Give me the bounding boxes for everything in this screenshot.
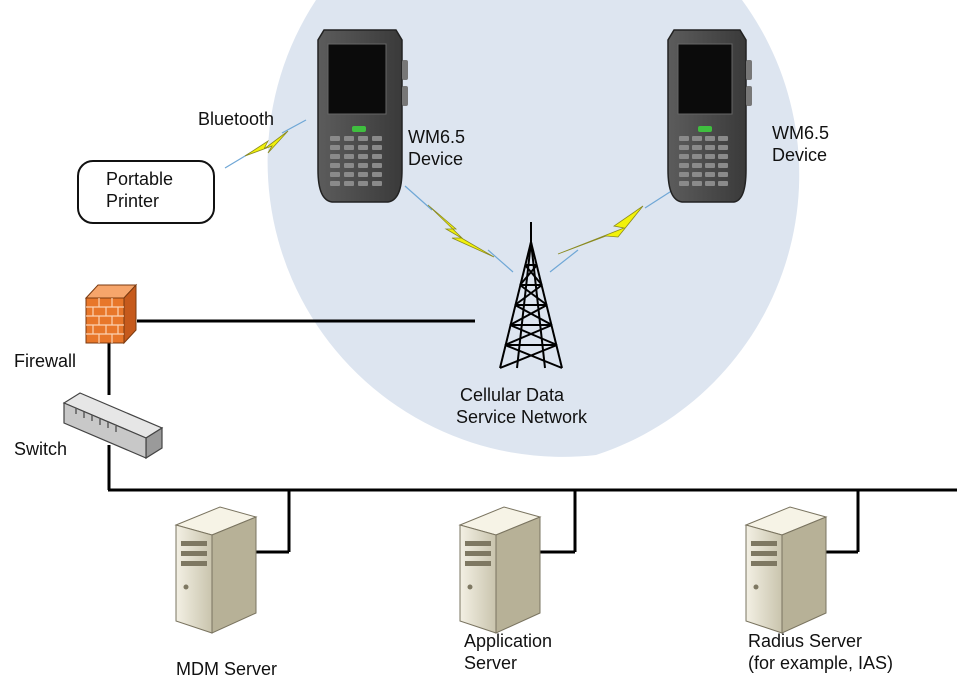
lightning-icon [244, 130, 289, 157]
mdm-server-label: MDM Server [176, 659, 278, 679]
handheld-device-icon [317, 29, 408, 203]
application-server-label: Application Server [464, 631, 553, 673]
cell-tower-icon [499, 222, 563, 369]
cellular-network-label: Cellular Data Service Network [456, 385, 588, 427]
device-right-label: WM6.5 Device [772, 123, 830, 165]
server-icon [458, 506, 542, 634]
lightning-icon [557, 205, 644, 255]
portable-printer-box: Portable Printer [77, 160, 215, 224]
firewall-icon [84, 283, 138, 345]
lightning-icon [427, 204, 495, 258]
network-wiring [107, 319, 957, 554]
bluetooth-label: Bluetooth [198, 109, 275, 129]
firewall-label: Firewall [14, 351, 77, 371]
switch-icon [62, 392, 164, 460]
device-left-label: WM6.5 Device [408, 127, 466, 169]
radius-server-label: Radius Server (for example, IAS) [748, 631, 894, 673]
switch-label: Switch [14, 439, 68, 459]
handheld-device-icon [667, 29, 752, 203]
server-icon [174, 506, 258, 634]
server-icon [744, 506, 828, 634]
portable-printer-label: Portable Printer [106, 169, 174, 211]
